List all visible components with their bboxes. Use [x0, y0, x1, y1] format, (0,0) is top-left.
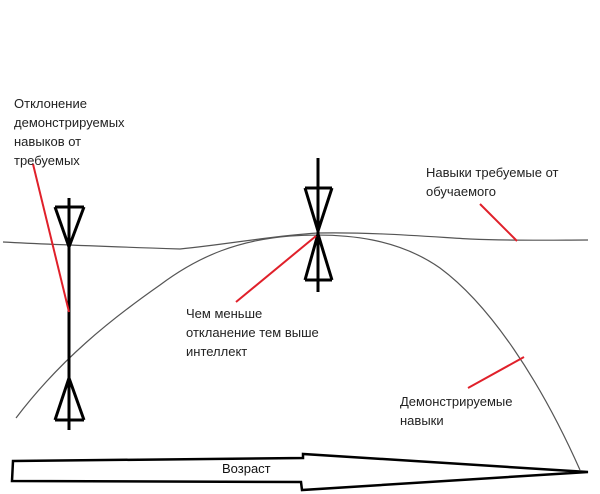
- deviation-marker-left: [53, 198, 86, 430]
- smaller-deviation-label: Чем меньше откланение тем выше интеллект: [186, 304, 319, 361]
- deviation-label-line: требуемых: [14, 153, 80, 168]
- demonstrated-label-line: Демонстрируемые: [400, 394, 513, 409]
- deviation-label: Отклонение демонстрируемых навыков от тр…: [14, 94, 125, 170]
- deviation-marker-center: [303, 158, 334, 292]
- required-skills-label: Навыки требуемые от обучаемого: [426, 163, 558, 201]
- required-label-line: Навыки требуемые от: [426, 165, 559, 180]
- deviation-label-line: демонстрируемых: [14, 115, 125, 130]
- pointer-lines: [32, 163, 525, 389]
- deviation-label-line: навыков от: [14, 134, 82, 149]
- pointer-required: [479, 203, 518, 242]
- age-axis-label: Возраст: [222, 461, 271, 476]
- deviation-label-line: Отклонение: [14, 96, 87, 111]
- age-arrow: [10, 452, 589, 492]
- smaller-label-line: Чем меньше: [186, 306, 263, 321]
- pointer-smaller: [235, 235, 317, 303]
- required-label-line: обучаемого: [426, 184, 496, 199]
- pointer-deviation: [32, 163, 70, 313]
- smaller-label-line: интеллект: [186, 344, 248, 359]
- demonstrated-label-line: навыки: [400, 413, 444, 428]
- pointer-demonstrated: [467, 356, 525, 389]
- smaller-label-line: откланение тем выше: [186, 325, 319, 340]
- demonstrated-skills-curve: [15, 234, 581, 471]
- demonstrated-skills-label: Демонстрируемые навыки: [400, 392, 513, 430]
